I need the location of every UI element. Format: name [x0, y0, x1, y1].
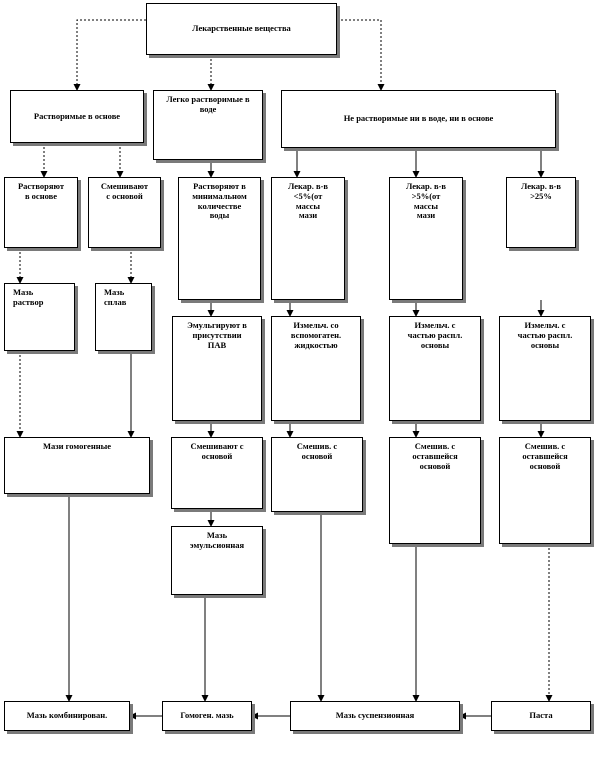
- node-dissolve-min-water: Растворяют в минимальном количестве воды: [178, 177, 261, 300]
- edge-methods-to-process: [16, 248, 545, 317]
- node-emulsify-surfactant: Эмульгируют в присутствии ПАВ: [172, 316, 262, 421]
- edge-to-final-row: [65, 494, 553, 702]
- node-suspension-ointment: Мазь суспензионная: [290, 701, 460, 731]
- node-soluble-in-water: Легко растворимые в воде: [153, 90, 263, 160]
- node-grind-melted-base-1: Измельч. с частью распл. основы: [389, 316, 481, 421]
- node-homogeneous-ointments: Мази гомогенные: [4, 437, 150, 494]
- node-drug-gt25: Лекар. в-в >25%: [506, 177, 576, 248]
- node-mix-with-base: Смешивают с основой: [88, 177, 161, 248]
- node-paste: Паста: [491, 701, 591, 731]
- node-insoluble: Не растворимые ни в воде, ни в основе: [281, 90, 556, 148]
- node-mix-remaining-base-1: Смешив. с оставшейся основой: [389, 437, 481, 544]
- node-homogeneous-ointment: Гомоген. мазь: [162, 701, 252, 731]
- edge-root-to-categories: [73, 19, 385, 91]
- node-ointment-solution: Мазь раствор: [4, 283, 75, 351]
- node-grind-aux-liquid: Измельч. со вспомогатен. жидкостью: [271, 316, 361, 421]
- node-mix-remaining-base-2: Смешив. с оставшейся основой: [499, 437, 591, 544]
- node-mix-with-base-2: Смешивают с основой: [171, 437, 263, 509]
- node-grind-melted-base-2: Измельч. с частью распл. основы: [499, 316, 591, 421]
- node-soluble-in-base: Растворимые в основе: [10, 90, 144, 143]
- node-combined-ointment: Мазь комбинирован.: [4, 701, 130, 731]
- edge-process-to-mixing: [16, 351, 545, 438]
- node-drug-lt5: Лекар. в-в <5%(от массы мази: [271, 177, 345, 300]
- node-ointment-alloy: Мазь сплав: [95, 283, 152, 351]
- node-drug-gt5: Лекар. в-в >5%(от массы мази: [389, 177, 463, 300]
- node-dissolve-in-base: Растворяют в основе: [4, 177, 78, 248]
- node-mix-with-base-3: Смешив. с основой: [271, 437, 363, 512]
- node-emulsion-ointment: Мазь эмульсионная: [171, 526, 263, 595]
- node-medicinal-substances: Лекарственные вещества: [146, 3, 337, 55]
- edge-categories-to-methods: [40, 143, 545, 178]
